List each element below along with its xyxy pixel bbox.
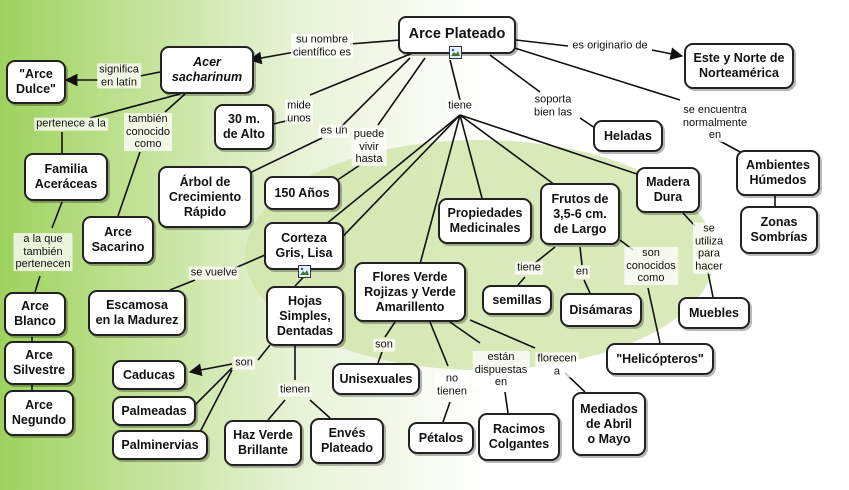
link-label-a-la-que: a la que también pertenecen	[13, 233, 73, 271]
node-label: Envés Plateado	[320, 426, 374, 455]
node-madera-dura[interactable]: Madera Dura	[636, 167, 700, 213]
node-petalos[interactable]: Pétalos	[408, 422, 474, 454]
node-label: Unisexuales	[339, 371, 413, 386]
image-icon[interactable]	[298, 265, 311, 278]
link-label-tiene: tiene	[446, 99, 474, 113]
node-150-anos[interactable]: 150 Años	[264, 176, 340, 210]
node-flores[interactable]: Flores Verde Rojizas y Verde Amarillento	[354, 262, 466, 322]
node-arce-silvestre[interactable]: Arce Silvestre	[4, 341, 74, 385]
link-label-soporta: soporta bien las	[532, 93, 574, 119]
node-enves[interactable]: Envés Plateado	[310, 418, 384, 464]
node-heladas[interactable]: Heladas	[593, 120, 663, 152]
node-arbol-crecimiento[interactable]: Árbol de Crecimiento Rápido	[158, 166, 252, 228]
node-label: Arce Plateado	[408, 26, 506, 43]
node-label: Escamosa en la Madurez	[95, 298, 179, 327]
link-label-no-tienen: no tienen	[435, 372, 469, 398]
node-racimos[interactable]: Racimos Colgantes	[478, 413, 560, 461]
link-label-florecen: florecen a	[535, 352, 579, 378]
link-label-su-nombre: su nombre científico es	[290, 33, 354, 59]
node-corteza[interactable]: Corteza Gris, Lisa	[264, 222, 344, 270]
link-label-es-un: es un	[318, 124, 350, 138]
node-unisexuales[interactable]: Unisexuales	[332, 363, 420, 395]
node-arce-blanco[interactable]: Arce Blanco	[4, 292, 66, 336]
node-mediados[interactable]: Mediados de Abril o Mayo	[572, 392, 646, 456]
node-arce-sacarino[interactable]: Arce Sacarino	[82, 216, 154, 264]
link-label-se-vuelve: se vuelve	[188, 266, 240, 280]
node-familia[interactable]: Familia Aceráceas	[24, 153, 108, 201]
node-semillas[interactable]: semillas	[482, 285, 552, 315]
link-label-es-originario: es originario de	[570, 39, 650, 53]
node-palmeadas[interactable]: Palmeadas	[112, 396, 196, 426]
node-caducas[interactable]: Caducas	[112, 360, 186, 390]
node-label: Palmeadas	[121, 403, 187, 418]
node-label: Palminervias	[121, 437, 199, 452]
node-haz-verde[interactable]: Haz Verde Brillante	[224, 420, 302, 466]
link-label-se-encuentra: se encuentra normalmente en	[680, 104, 750, 142]
node-arce-negundo[interactable]: Arce Negundo	[4, 390, 74, 436]
node-label: Frutos de 3,5-6 cm. de Largo	[551, 191, 609, 236]
node-label: Este y Norte de Norteamérica	[693, 51, 785, 80]
node-label: Arce Negundo	[11, 398, 67, 427]
node-frutos[interactable]: Frutos de 3,5-6 cm. de Largo	[540, 183, 620, 245]
node-label: Familia Aceráceas	[34, 162, 98, 191]
link-label-estan-dispuestas: están dispuestas en	[472, 351, 530, 389]
node-label: Madera Dura	[646, 175, 690, 204]
node-este-norte[interactable]: Este y Norte de Norteamérica	[684, 43, 794, 89]
link-label-puede-vivir: puede vivir hasta	[351, 128, 387, 166]
link-label-tambien-conocido: también conocido como	[123, 113, 173, 151]
node-escamosa[interactable]: Escamosa en la Madurez	[88, 290, 186, 336]
link-label-mide: mide unos	[285, 99, 313, 125]
node-label: Muebles	[688, 305, 739, 320]
node-label: Árbol de Crecimiento Rápido	[168, 174, 242, 219]
node-label: "Arce Dulce"	[16, 67, 56, 96]
node-zonas-sombrias[interactable]: Zonas Sombrías	[740, 206, 818, 254]
node-muebles[interactable]: Muebles	[678, 297, 750, 329]
node-label: Heladas	[604, 128, 652, 143]
node-label: Acer sacharinum	[171, 55, 243, 84]
node-label: Arce Blanco	[14, 299, 56, 328]
node-propiedades-medicinales[interactable]: Propiedades Medicinales	[438, 198, 532, 244]
link-label-son-flores: son	[373, 338, 395, 352]
node-acer-sacharinum[interactable]: Acer sacharinum	[160, 46, 254, 94]
link-label-son-hojas: son	[233, 356, 255, 370]
node-label: Arce Sacarino	[91, 225, 145, 254]
link-label-son-conocidos: son conocidos como	[624, 247, 678, 285]
node-label: "Helicópteros"	[616, 351, 704, 366]
node-palminervias[interactable]: Palminervias	[112, 430, 208, 460]
node-ambientes-humedos[interactable]: Ambientes Húmedos	[736, 150, 820, 196]
node-label: 150 Años	[274, 185, 330, 200]
node-hojas[interactable]: Hojas Simples, Dentadas	[266, 286, 344, 346]
node-label: Ambientes Húmedos	[746, 158, 810, 187]
image-icon[interactable]	[449, 46, 462, 59]
node-label: Zonas Sombrías	[750, 215, 808, 244]
node-label: Disámaras	[569, 302, 633, 317]
node-label: Mediados de Abril o Mayo	[580, 401, 638, 446]
node-label: Hojas Simples, Dentadas	[276, 293, 334, 338]
link-label-se-utiliza: se utiliza para hacer	[692, 222, 726, 274]
node-label: semillas	[492, 292, 542, 307]
node-helicopteros[interactable]: "Helicópteros"	[606, 343, 714, 375]
node-label: Propiedades Medicinales	[447, 206, 523, 235]
node-label: Arce Silvestre	[12, 348, 66, 377]
node-label: Caducas	[122, 367, 176, 382]
link-label-tiene-semillas: tiene	[515, 261, 543, 275]
node-label: Flores Verde Rojizas y Verde Amarillento	[364, 269, 456, 314]
node-arce-dulce[interactable]: "Arce Dulce"	[6, 60, 66, 104]
node-label: Racimos Colgantes	[488, 422, 550, 451]
node-altura[interactable]: 30 m. de Alto	[214, 104, 274, 150]
link-label-significa: significa en latín	[97, 63, 141, 89]
node-label: Pétalos	[418, 430, 464, 445]
node-label: Haz Verde Brillante	[233, 428, 293, 457]
node-disamaras[interactable]: Disámaras	[560, 293, 642, 327]
node-label: 30 m. de Alto	[223, 112, 265, 141]
link-label-tienen: tienen	[278, 383, 312, 397]
node-label: Corteza Gris, Lisa	[275, 231, 333, 260]
link-label-en: en	[573, 265, 591, 279]
link-label-pertenece: pertenece a la	[34, 117, 108, 131]
